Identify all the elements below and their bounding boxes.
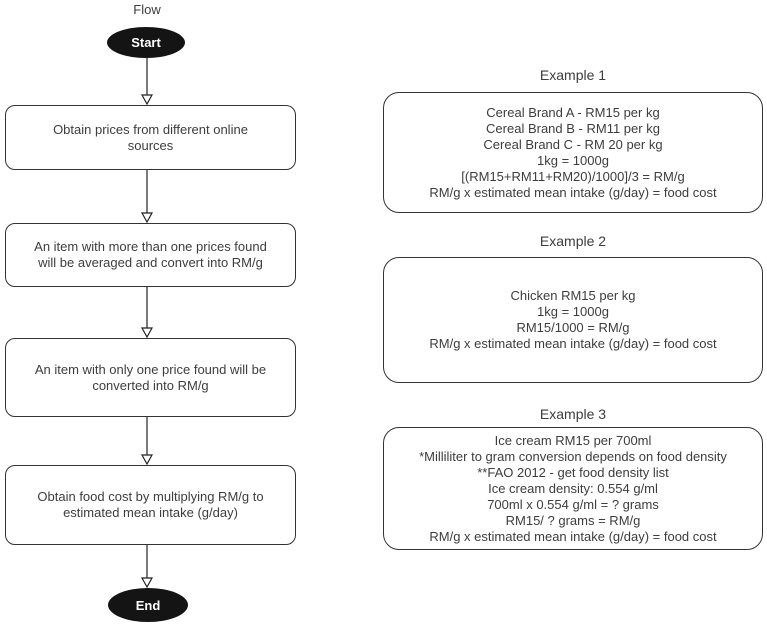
step-line: converted into RM/g bbox=[92, 377, 209, 393]
step-line: An item with only one price found will b… bbox=[34, 361, 267, 377]
example-line: **FAO 2012 - get food density list bbox=[477, 464, 669, 480]
step-line: will be averaged and convert into RM/g bbox=[38, 255, 263, 270]
flow-step-obtain-prices: Obtain prices from different online sour… bbox=[5, 105, 296, 170]
example-3-box: Ice cream RM15 per 700ml *Milliliter to … bbox=[383, 427, 763, 550]
example-2-title: Example 2 bbox=[539, 233, 607, 249]
arrow-down-icon bbox=[140, 170, 154, 223]
step-line: An item with more than one prices found bbox=[34, 239, 267, 254]
example-line: 1kg = 1000g bbox=[537, 304, 609, 319]
step-line: Obtain prices from different online bbox=[53, 121, 248, 137]
example-line: *Milliliter to gram conversion depends o… bbox=[419, 448, 727, 464]
example-3-title: Example 3 bbox=[539, 406, 607, 422]
example-line: Chicken RM15 per kg bbox=[510, 288, 636, 303]
example-1-title: Example 1 bbox=[539, 67, 607, 83]
flow-step-single-price: An item with only one price found will b… bbox=[5, 338, 296, 417]
flow-title: Flow bbox=[133, 2, 161, 17]
example-line: [(RM15+RM11+RM20)/1000]/3 = RM/g bbox=[461, 168, 685, 184]
step-line: estimated mean intake (g/day) bbox=[63, 505, 238, 520]
example-line: Ice cream density: 0.554 g/ml bbox=[488, 480, 658, 496]
step-line: sources bbox=[127, 137, 174, 153]
flow-end-node: End bbox=[108, 588, 188, 622]
flow-start-node: Start bbox=[107, 27, 185, 58]
example-line: Cereal Brand B - RM11 per kg bbox=[486, 120, 660, 136]
example-line: RM/g x estimated mean intake (g/day) = f… bbox=[429, 184, 717, 200]
arrow-down-icon bbox=[140, 287, 154, 338]
flow-step-food-cost: Obtain food cost by multiplying RM/g to … bbox=[5, 465, 296, 545]
example-2-box: Chicken RM15 per kg 1kg = 1000g RM15/100… bbox=[383, 257, 763, 383]
start-label: Start bbox=[131, 35, 161, 50]
example-line: RM/g x estimated mean intake (g/day) = f… bbox=[429, 336, 717, 351]
example-line: RM15/1000 = RM/g bbox=[516, 320, 630, 335]
step-line: Obtain food cost by multiplying RM/g to bbox=[37, 489, 264, 504]
example-1-box: Cereal Brand A - RM15 per kg Cereal Bran… bbox=[383, 92, 763, 213]
example-line: Cereal Brand A - RM15 per kg bbox=[486, 104, 660, 120]
example-line: Ice cream RM15 per 700ml bbox=[494, 432, 652, 448]
arrow-down-icon bbox=[140, 417, 154, 465]
end-label: End bbox=[135, 597, 161, 613]
example-line: RM/g x estimated mean intake (g/day) = f… bbox=[429, 528, 717, 544]
example-line: RM15/ ? grams = RM/g bbox=[505, 512, 641, 528]
example-line: 700ml x 0.554 g/ml = ? grams bbox=[487, 496, 659, 512]
flow-step-average-prices: An item with more than one prices found … bbox=[5, 223, 296, 287]
arrow-down-icon bbox=[140, 57, 154, 105]
example-line: Cereal Brand C - RM 20 per kg bbox=[483, 136, 663, 152]
example-line: 1kg = 1000g bbox=[537, 152, 609, 168]
arrow-down-icon bbox=[140, 545, 154, 588]
